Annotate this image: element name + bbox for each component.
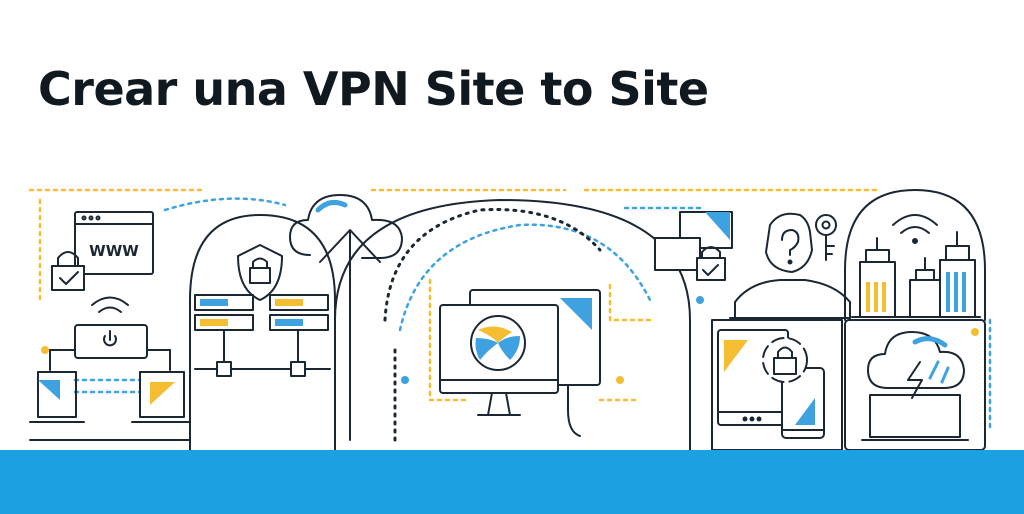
browser-window-icon: WWW xyxy=(74,211,154,275)
key-icon xyxy=(815,214,837,261)
laptop-icon xyxy=(131,371,191,423)
person-question-icon xyxy=(729,212,851,319)
padlock-icon xyxy=(51,251,85,291)
wifi-router-icon xyxy=(49,296,171,371)
www-label: WWW xyxy=(89,242,139,260)
chat-bubbles-icon xyxy=(654,211,733,281)
dotted-connectors xyxy=(28,188,882,402)
dotted-arc xyxy=(383,208,602,322)
laptop-icon xyxy=(29,371,85,423)
page-title: Crear una VPN Site to Site xyxy=(38,62,709,116)
monitor-icon xyxy=(439,289,601,437)
cloud-upload-icon xyxy=(289,194,403,441)
wifi-icon xyxy=(892,214,938,244)
shield-lock-icon xyxy=(237,244,283,301)
cloud-lightning-icon xyxy=(844,319,986,451)
vpn-network-illustration: WWW xyxy=(28,188,992,451)
padlock-icon xyxy=(762,337,808,383)
city-buildings-icon xyxy=(844,189,986,321)
bottom-color-band xyxy=(0,450,1024,514)
server-rack-icon xyxy=(189,214,336,451)
